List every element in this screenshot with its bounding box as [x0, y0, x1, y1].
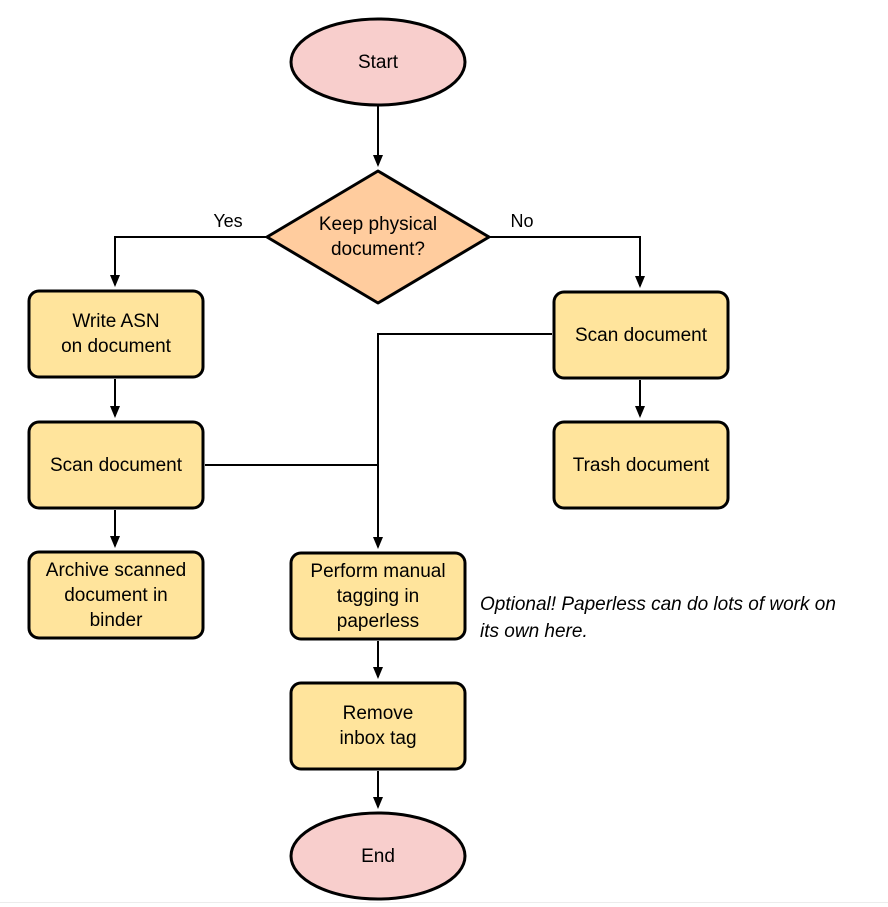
- edge-label-yes: Yes: [213, 211, 243, 231]
- trash-label: Trash document: [572, 454, 710, 476]
- decision-diamond: [265, 169, 491, 305]
- edge-decision-no-to-scan-right: [490, 236, 645, 288]
- scan-left-label: Scan document: [49, 454, 183, 476]
- scan-left-box: [27, 420, 205, 510]
- start-terminator: [289, 17, 467, 107]
- edge-decision-yes-to-write-asn: [110, 236, 266, 287]
- write-asn-label: Write ASN on document: [61, 311, 171, 357]
- archive-box: [27, 550, 205, 640]
- write-asn-box: [27, 289, 205, 379]
- scan-right-label: Scan document: [574, 324, 708, 346]
- edge-label-no: No: [510, 211, 534, 231]
- remove-inbox-box: [289, 681, 467, 771]
- end-label: End: [361, 845, 395, 867]
- perform-tagging-label: Perform manual tagging in paperless: [310, 560, 446, 632]
- edge-scan-right-to-perform-tagging: [373, 333, 552, 549]
- perform-tagging-box: [289, 551, 467, 641]
- decision-label: Keep physical document?: [318, 214, 438, 260]
- trash-box: [552, 420, 730, 510]
- remove-inbox-label: Remove inbox tag: [339, 703, 417, 749]
- optional-annotation: Optional! Paperless can do lots of work …: [480, 594, 836, 642]
- page-bottom-divider: [0, 902, 888, 903]
- end-terminator: [289, 811, 467, 901]
- scan-right-box: [552, 290, 730, 380]
- archive-label: Archive scanned document in binder: [45, 559, 187, 631]
- start-label: Start: [357, 51, 399, 73]
